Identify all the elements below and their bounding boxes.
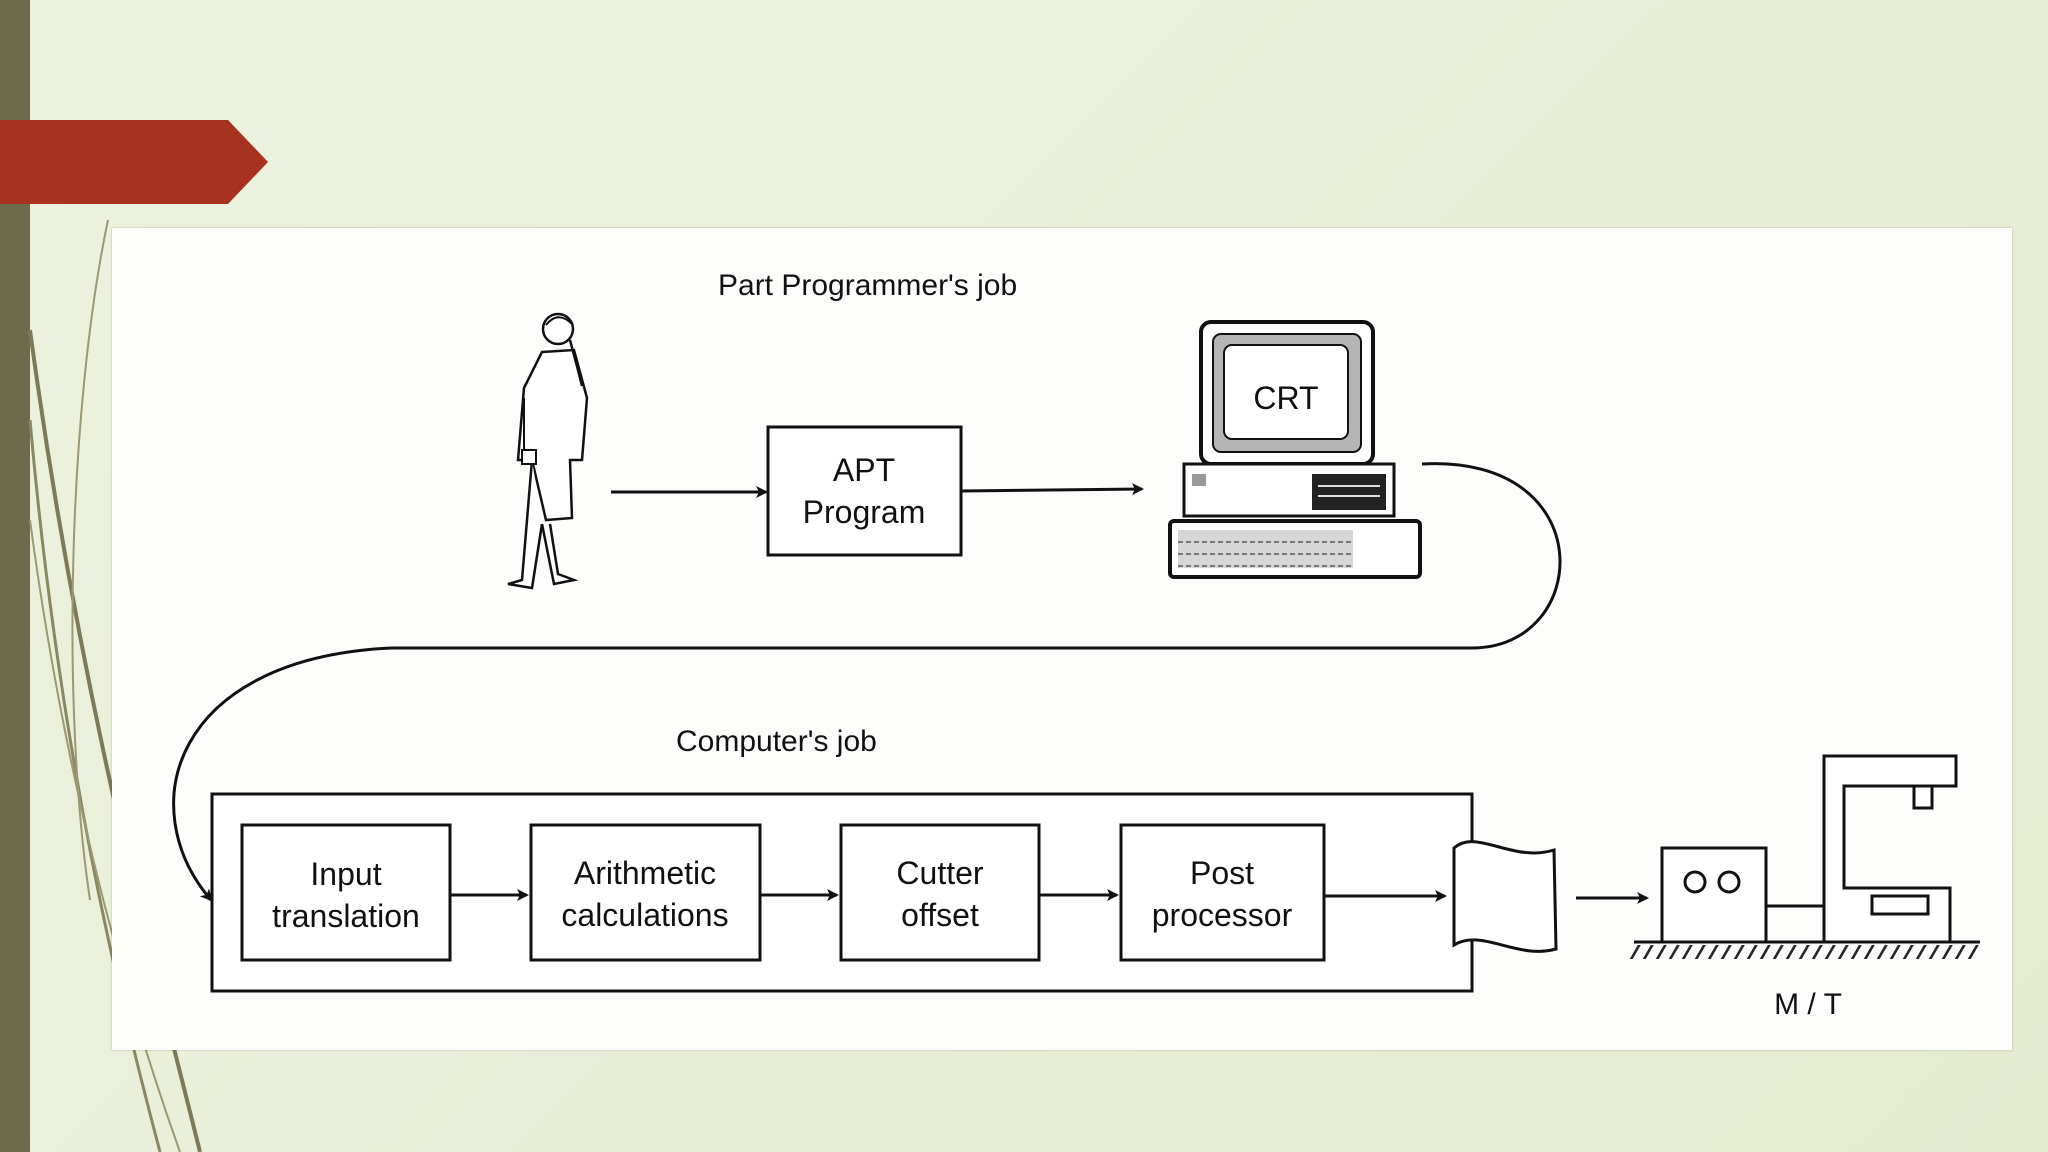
part-programmer-title: Part Programmer's job: [718, 269, 1017, 302]
arithmetic-calculations-box: [529, 823, 762, 962]
person-icon: [507, 312, 589, 590]
title-marker-arrow: [0, 120, 268, 204]
crt-label: CRT: [1253, 380, 1318, 416]
apt-program-label-line2: Program: [803, 494, 926, 530]
flow-connector-curve: [172, 462, 1562, 902]
post-processor-line2: processor: [1152, 897, 1293, 933]
apt-program-box: [766, 425, 963, 557]
nc-programming-diagram: Part Programmer's job APT Program: [172, 269, 1984, 1021]
input-translation-box: [240, 823, 452, 962]
computer-terminal-icon: [1168, 320, 1422, 579]
apt-program-label-line1: APT: [833, 452, 895, 488]
cutter-offset-box: [839, 823, 1041, 962]
cutter-offset-line2: offset: [901, 897, 979, 933]
post-processor-box: [1119, 823, 1326, 962]
input-translation-line2: translation: [272, 898, 420, 934]
computer-job-title: Computer's job: [676, 725, 877, 758]
machine-tool-icon: [1629, 754, 1984, 959]
arithmetic-calculations-line2: calculations: [561, 897, 728, 933]
machine-tool-label: M / T: [1774, 988, 1842, 1021]
arithmetic-calculations-line1: Arithmetic: [574, 855, 716, 891]
input-translation-line1: Input: [310, 856, 381, 892]
diagram-panel: Part Programmer's job APT Program: [112, 228, 2012, 1050]
cutter-offset-line1: Cutter: [896, 855, 983, 891]
post-processor-line1: Post: [1190, 855, 1254, 891]
punched-tape-icon: [1452, 840, 1558, 953]
